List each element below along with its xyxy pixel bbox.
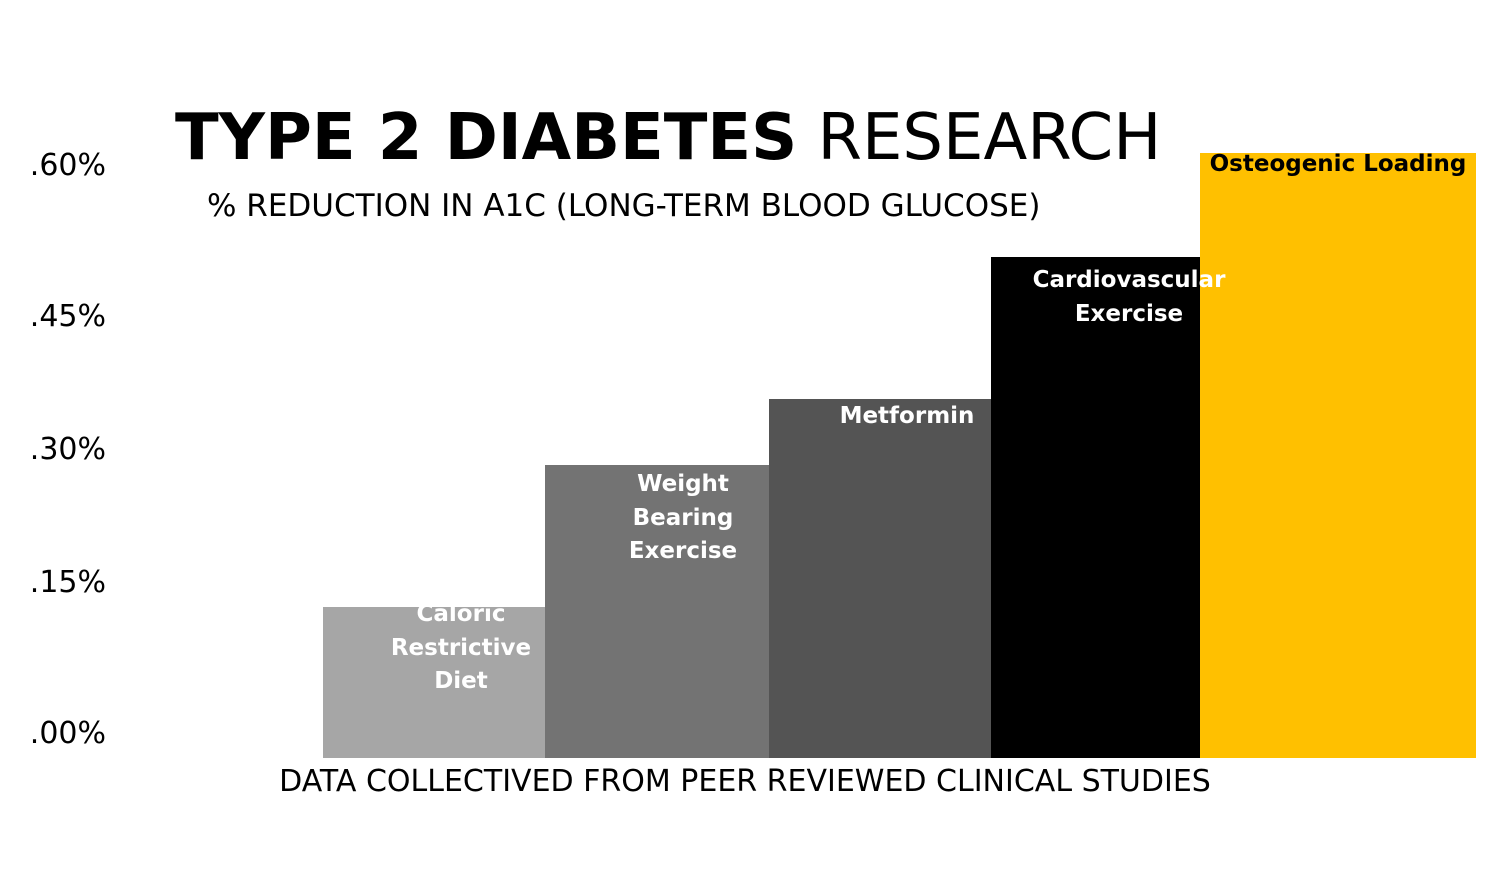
bar-label: Caloric Restrictive Diet bbox=[390, 601, 532, 694]
bar-label: Weight Bearing Exercise bbox=[628, 471, 738, 564]
y-tick-label: .00% bbox=[29, 716, 106, 751]
y-tick-label: .30% bbox=[29, 432, 106, 467]
chart-footer: DATA COLLECTIVED FROM PEER REVIEWED CLIN… bbox=[279, 764, 1211, 799]
bar-label: Osteogenic Loading bbox=[1209, 151, 1467, 177]
bar-label: Cardiovascular Exercise bbox=[1032, 267, 1226, 327]
chart-title-rest: RESEARCH bbox=[797, 101, 1162, 175]
bar bbox=[1200, 153, 1476, 758]
chart-title: TYPE 2 DIABETES RESEARCH bbox=[175, 98, 1161, 178]
y-tick-label: .60% bbox=[29, 148, 106, 183]
y-tick-label: .15% bbox=[29, 565, 106, 600]
chart-title-bold: TYPE 2 DIABETES bbox=[175, 101, 798, 175]
chart-subtitle: % REDUCTION IN A1C (LONG-TERM BLOOD GLUC… bbox=[207, 188, 1041, 224]
y-tick-label: .45% bbox=[29, 299, 106, 334]
bar-label: Metformin bbox=[839, 403, 975, 429]
